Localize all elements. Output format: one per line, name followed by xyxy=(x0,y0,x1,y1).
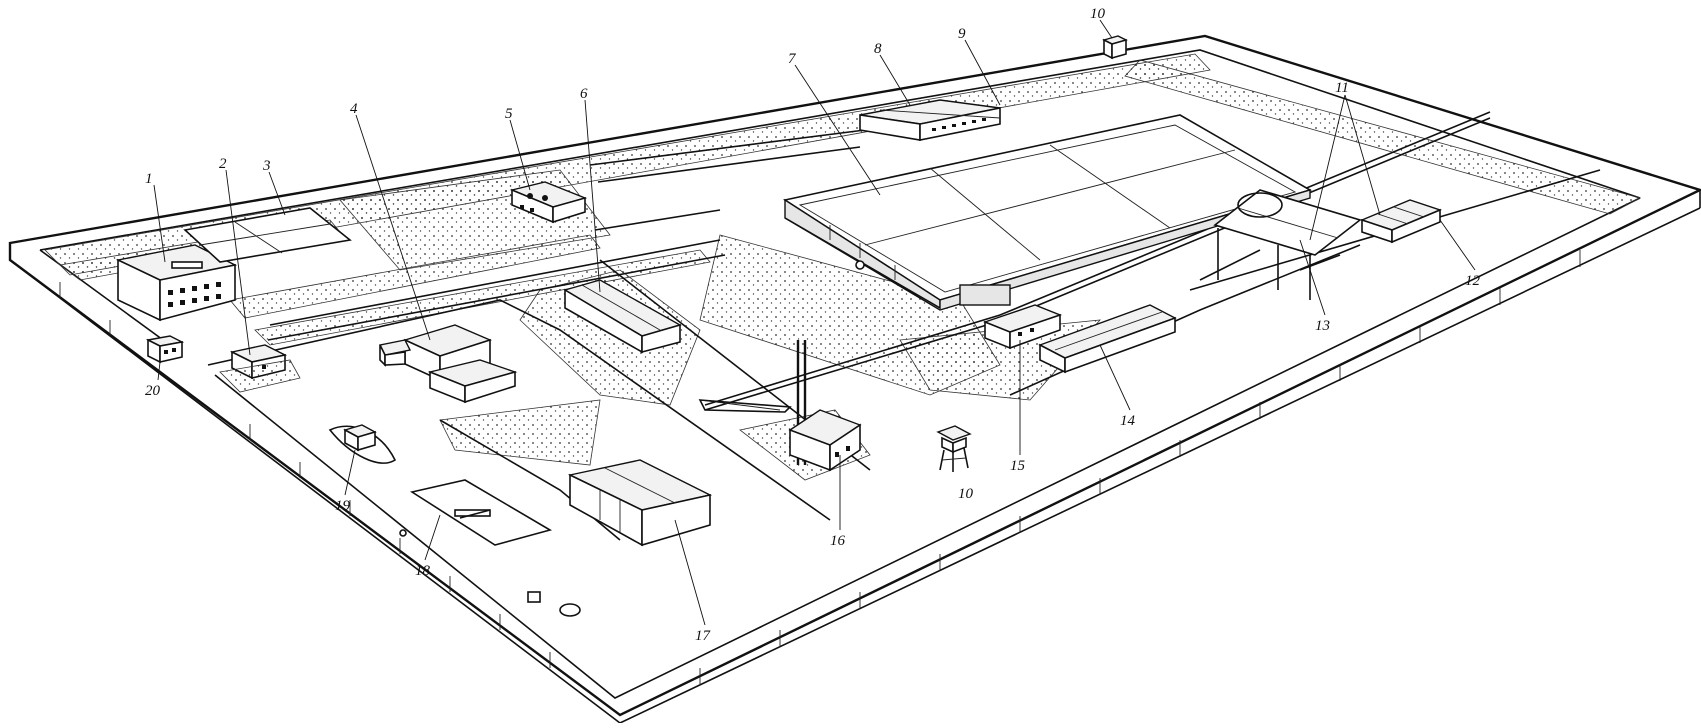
watchtower-10-top xyxy=(1102,35,1128,60)
watchtower-10-bottom xyxy=(936,425,972,472)
structure-13-canopy xyxy=(1199,189,1362,300)
building-6-warehouse xyxy=(563,279,682,354)
label-18: 18 xyxy=(415,563,431,579)
label-3: 3 xyxy=(262,158,271,174)
label-6: 6 xyxy=(580,86,588,102)
label-19: 19 xyxy=(335,498,351,514)
label-7: 7 xyxy=(788,51,797,67)
label-10-top: 10 xyxy=(1090,6,1106,22)
label-17: 17 xyxy=(695,628,712,644)
label-11: 11 xyxy=(1335,80,1349,96)
installation-19 xyxy=(328,424,397,464)
gate-detail xyxy=(399,529,581,617)
building-2-checkpoint xyxy=(219,344,301,393)
area-3-sport-field xyxy=(183,207,352,263)
perimeter-wall xyxy=(8,34,1701,724)
label-leaders xyxy=(153,19,1476,626)
building-1-admin xyxy=(115,244,238,322)
label-2: 2 xyxy=(219,156,227,172)
label-4: 4 xyxy=(350,101,358,117)
label-20: 20 xyxy=(145,383,161,399)
building-15-office xyxy=(982,304,1063,350)
label-14: 14 xyxy=(1120,413,1136,429)
building-20-gate-booth xyxy=(145,335,185,364)
label-9: 9 xyxy=(958,26,966,42)
building-7-main-hangar xyxy=(782,114,1313,311)
label-10-bottom: 10 xyxy=(958,486,974,502)
label-8: 8 xyxy=(874,41,882,57)
building-5 xyxy=(509,181,588,224)
storage-12-containers xyxy=(1360,199,1442,244)
building-17-garage xyxy=(567,459,713,547)
building-8 xyxy=(859,99,1001,141)
building-14-long-shed xyxy=(1038,304,1177,374)
label-12: 12 xyxy=(1465,273,1481,289)
label-5: 5 xyxy=(505,106,513,122)
label-16: 16 xyxy=(830,533,846,549)
label-15: 15 xyxy=(1010,458,1026,474)
building-4-complex xyxy=(378,324,518,404)
label-1: 1 xyxy=(145,171,153,187)
label-13: 13 xyxy=(1315,318,1330,334)
number-labels: 1 2 3 4 5 6 7 8 9 10 10 11 12 13 14 15 1… xyxy=(145,6,1481,644)
area-18-parking-pad xyxy=(409,479,553,546)
building-16-boiler-house xyxy=(788,340,862,472)
